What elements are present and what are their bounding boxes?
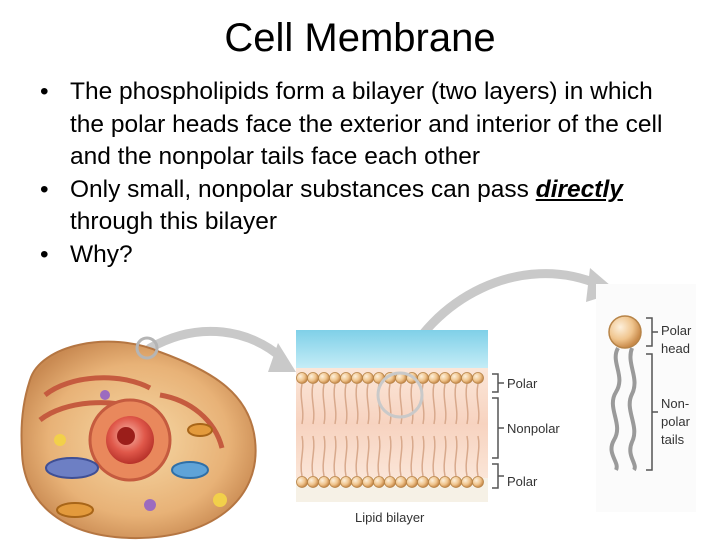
lipid-head-icon	[351, 476, 363, 488]
bullet-text: Why?	[70, 240, 133, 268]
lipid-head-icon	[428, 476, 440, 488]
lipid-head-icon	[362, 476, 374, 488]
bullet-dot: •	[40, 78, 49, 105]
lipid-head-icon	[417, 476, 429, 488]
lipid-head-icon	[307, 372, 319, 384]
slide-title: Cell Membrane	[224, 16, 496, 60]
lipid-bilayer-illustration: Polar Nonpolar Polar Lipid bilayer	[296, 330, 560, 525]
lipid-head-icon	[307, 476, 319, 488]
lipid-tail-icon	[311, 383, 315, 425]
lipid-tail-icon	[300, 435, 304, 477]
lipid-head-icon	[428, 372, 440, 384]
molecule-label-polar-head: head	[661, 341, 690, 356]
lipid-tail-icon	[300, 383, 304, 425]
lipid-head-icon	[461, 476, 473, 488]
lipid-tail-icon	[322, 435, 326, 477]
lipid-head-icon	[461, 372, 473, 384]
lipid-head-icon	[384, 476, 396, 488]
molecule-label-nonpolar-tails: Non-	[661, 396, 689, 411]
lipid-head-icon	[329, 372, 341, 384]
lipid-tail-icon	[344, 383, 348, 425]
emphasized-word: directly	[535, 175, 623, 203]
phospholipid-molecule-illustration: Polar head Non- polar tails	[596, 284, 696, 512]
lipid-head-icon	[318, 476, 330, 488]
lipid-tail-icon	[366, 435, 370, 477]
bilayer-label-nonpolar: Nonpolar	[507, 421, 560, 436]
molecule-label-polar-head: Polar	[661, 323, 692, 338]
lipid-head-icon	[395, 476, 407, 488]
lipid-tail-icon	[333, 383, 337, 425]
molecule-label-nonpolar-tails: tails	[661, 432, 685, 447]
bullet-dot: •	[40, 240, 49, 268]
lipid-tail-icon	[432, 383, 436, 425]
lipid-tail-icon	[377, 435, 381, 477]
nonpolar-tail-icon	[609, 347, 622, 471]
bullet-text: Only small, nonpolar substances can pass	[70, 175, 536, 203]
lipid-tail-icon	[399, 383, 403, 425]
lipid-tail-icon	[344, 435, 348, 477]
lipid-tail-icon	[465, 383, 469, 425]
lipid-tail-icon	[388, 435, 392, 477]
lipid-tail-icon	[432, 435, 436, 477]
bilayer-label-polar: Polar	[507, 474, 538, 489]
lipid-head-icon	[340, 372, 352, 384]
bullet-text: through this bilayer	[70, 208, 278, 235]
lipid-tail-icon	[355, 435, 359, 477]
lipid-tail-icon	[476, 435, 480, 477]
lipid-head-icon	[439, 476, 451, 488]
lipid-head-icon	[472, 476, 484, 488]
lipid-head-icon	[329, 476, 341, 488]
lipid-head-icon	[373, 476, 385, 488]
lipid-tail-icon	[454, 435, 458, 477]
molecule-label-nonpolar-tails: polar	[661, 414, 691, 429]
lipid-tail-icon	[421, 435, 425, 477]
lipid-tail-icon	[454, 383, 458, 425]
lipid-head-icon	[351, 372, 363, 384]
polar-head-icon	[608, 315, 642, 349]
lipid-tail-icon	[410, 383, 414, 425]
bullet-list: • The phospholipids form a bilayer (two …	[40, 76, 680, 271]
lipid-head-icon	[406, 476, 418, 488]
lipid-head-icon	[318, 372, 330, 384]
lipid-head-icon	[362, 372, 374, 384]
lipid-tail-icon	[443, 383, 447, 425]
lipid-head-icon	[472, 372, 484, 384]
bullet-item: • Only small, nonpolar substances can pa…	[40, 174, 680, 239]
lipid-tail-icon	[443, 435, 447, 477]
bullet-text: The phospholipids form a bilayer (two la…	[70, 78, 663, 170]
lipid-head-icon	[439, 372, 451, 384]
lipid-tail-icon	[311, 435, 315, 477]
lipid-tail-icon	[366, 383, 370, 425]
bullet-dot: •	[40, 175, 49, 203]
lipid-head-icon	[450, 476, 462, 488]
lipid-tail-icon	[355, 383, 359, 425]
lipid-head-icon	[340, 476, 352, 488]
molecule-brackets	[646, 317, 658, 471]
bilayer-caption: Lipid bilayer	[355, 510, 425, 525]
lipid-tail-icon	[476, 383, 480, 425]
lipid-tail-icon	[388, 383, 392, 425]
bilayer-label-polar: Polar	[507, 376, 538, 391]
arrow-cell-to-bilayer	[145, 326, 287, 363]
lipid-head-icon	[296, 476, 308, 488]
lipid-head-icon	[450, 372, 462, 384]
lipid-tail-icon	[322, 383, 326, 425]
lipid-tail-icon	[410, 435, 414, 477]
nonpolar-tail-icon	[627, 347, 637, 472]
arrowhead-icon	[268, 343, 296, 372]
lipid-tail-icon	[399, 435, 403, 477]
zoom-circle-icon	[376, 371, 424, 419]
animal-cell-illustration	[20, 336, 257, 540]
lipid-tail-icon	[421, 383, 425, 425]
bullet-item: • The phospholipids form a bilayer (two …	[40, 76, 680, 174]
bullet-item: • Why?	[40, 239, 680, 272]
zoom-circle-icon	[135, 336, 159, 360]
lipid-tail-icon	[333, 435, 337, 477]
bilayer-brackets	[492, 373, 504, 489]
lipid-head-icon	[296, 372, 308, 384]
lipid-tail-icon	[465, 435, 469, 477]
